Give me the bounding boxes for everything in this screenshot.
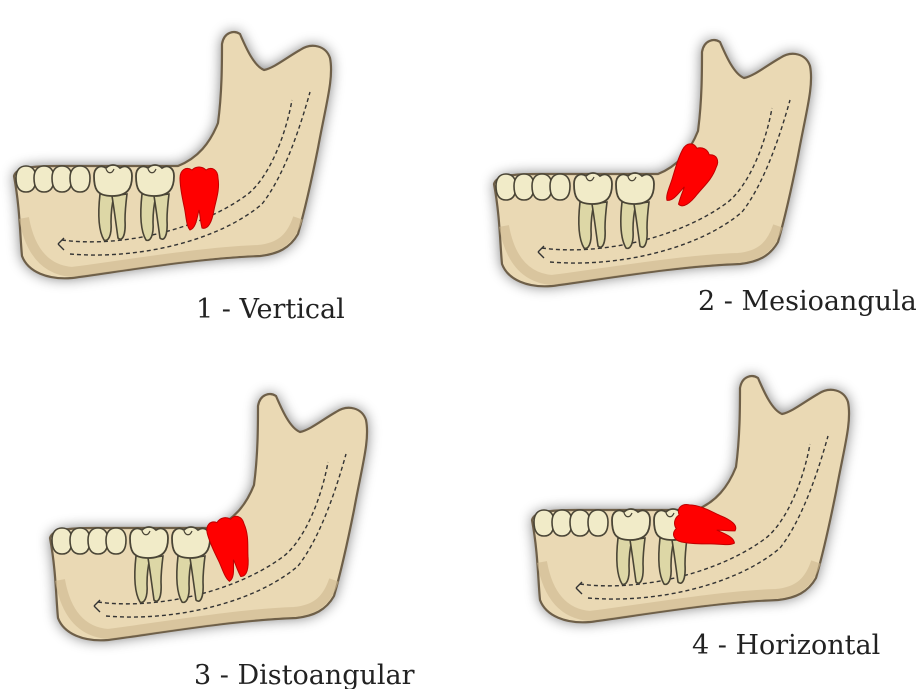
panel-mesioangular: 2 - Mesioangular <box>494 40 917 317</box>
panel-distoangular: 3 - Distoangular <box>50 394 415 689</box>
mandible-illustration <box>14 32 331 278</box>
mandible-illustration <box>532 376 849 622</box>
panel-caption: 2 - Mesioangular <box>698 286 917 317</box>
panel-horizontal: 4 - Horizontal <box>532 376 880 661</box>
panel-caption: 4 - Horizontal <box>692 630 880 661</box>
panel-caption: 3 - Distoangular <box>194 660 415 689</box>
panel-caption: 1 - Vertical <box>196 294 345 325</box>
mandible-illustration <box>494 40 811 286</box>
panel-vertical: 1 - Vertical <box>14 32 345 325</box>
mandible-illustration <box>50 394 367 640</box>
